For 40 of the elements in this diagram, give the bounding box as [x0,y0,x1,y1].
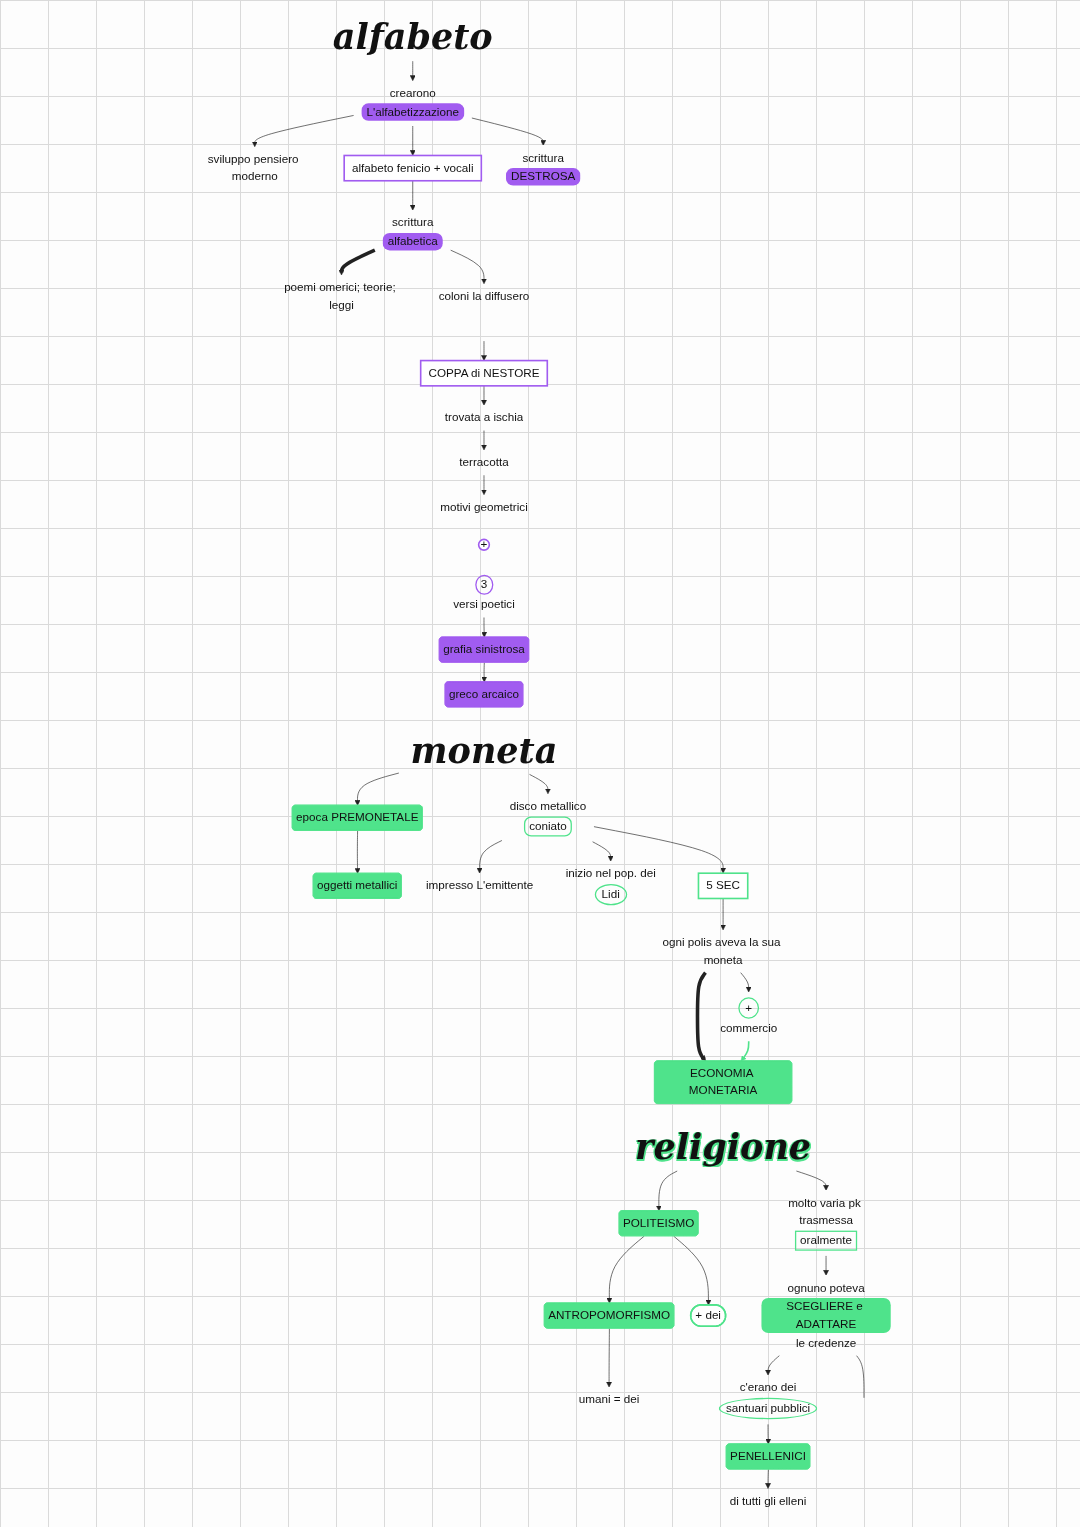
node-label: commercio [719,1021,777,1035]
connector [855,1355,864,1399]
node-text: alfabeto [332,16,493,58]
node-text: umani = dei [578,1392,639,1406]
node-circle: + [737,997,759,1019]
node-text: poemi omerici; teorie; leggi [283,280,396,312]
node-text: moneta [410,729,558,772]
node-label: c'erano dei [739,1380,796,1394]
node-box: alfabeto fenicio + vocali [342,154,482,182]
node-circle: + [477,538,490,551]
arrow [338,248,376,276]
node-circle: 3 [474,574,493,595]
node-box: coniato [523,816,572,837]
node-label: scrittura [522,151,564,165]
node-label: scrittura [391,216,434,230]
node-text: sviluppo pensiero moderno [207,152,299,184]
node-text: trovata a ischia [444,411,523,425]
node-box: 5 SEC [697,872,749,900]
node-box: COPPA di NESTORE [419,359,548,387]
node-label: crearono [389,86,436,100]
node-text: terracotta [458,455,509,469]
node-text: religione [634,1126,811,1168]
node-label: le credenze [795,1336,856,1350]
node-box: DESTROSA [505,168,581,186]
node-box: oralmente [794,1230,857,1251]
node-ellipse: santuari pubblici [718,1397,817,1420]
node-label: disco metallico [509,799,586,813]
node-text: coloni la diffusero [438,289,529,303]
node-label: inizio nel pop. dei [565,867,656,881]
node-text: motivi geometrici [439,500,528,514]
node-label: ognuno poteva [787,1281,865,1295]
node-text: ogni polis aveva la sua moneta [662,935,781,967]
node-text: impresso L'emittente [425,879,533,892]
node-label: versi poetici [452,598,515,612]
arrow [740,1040,750,1062]
node-box: L'alfabetizzazione [360,103,464,121]
node-ellipse: Lidi [594,883,627,906]
node-text: di tutti gli elleni [729,1494,806,1508]
node-box: alfabetica [382,232,443,251]
arrow [695,971,707,1062]
